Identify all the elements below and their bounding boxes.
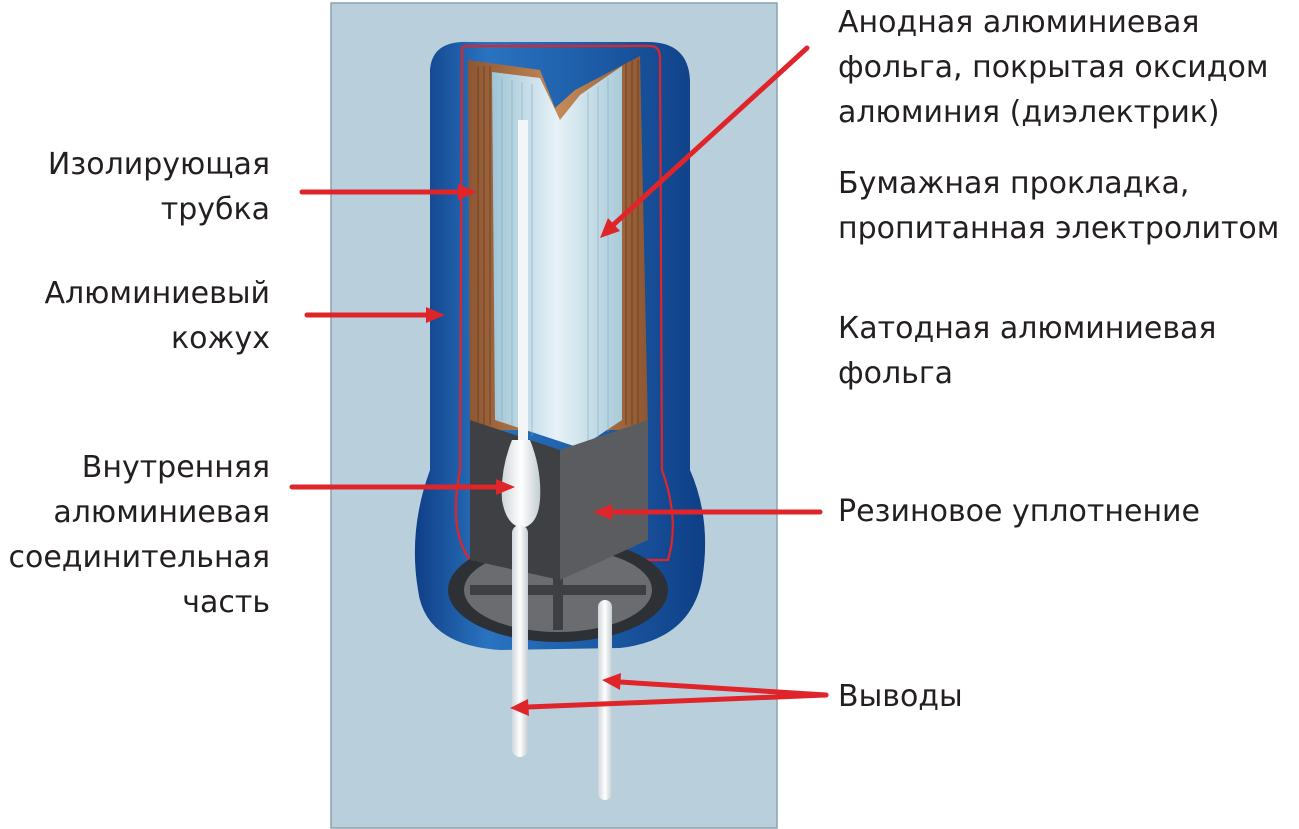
label-aluminum-case: Алюминиевый кожух	[44, 276, 270, 356]
label-cathode-foil: Катодная алюминиевая фольга	[838, 311, 1217, 391]
inner-tab	[518, 120, 528, 450]
lead-long	[512, 525, 528, 757]
arrows	[289, 45, 829, 716]
arrow-leads-a	[617, 679, 829, 698]
rubber-seal-right	[560, 420, 648, 580]
insulating-tube-line	[454, 44, 674, 562]
arrow-anode-foil	[609, 45, 810, 229]
inner-connector	[501, 440, 541, 528]
label-rubber-seal: Резиновое уплотнение	[838, 494, 1201, 529]
winding-ridges	[477, 60, 639, 425]
label-inner-connector: Внутренняя алюминиевая соединительная ча…	[8, 450, 271, 620]
lead-short	[598, 600, 612, 800]
arrow-leads-b	[525, 692, 829, 710]
label-paper-spacer: Бумажная прокладка, пропитанная электрол…	[838, 166, 1280, 246]
label-anode-foil: Анодная алюминиевая фольга, покрытая окс…	[838, 5, 1269, 130]
label-insulating-tube: Изолирующая трубка	[47, 147, 270, 227]
label-leads: Выводы	[838, 679, 963, 714]
